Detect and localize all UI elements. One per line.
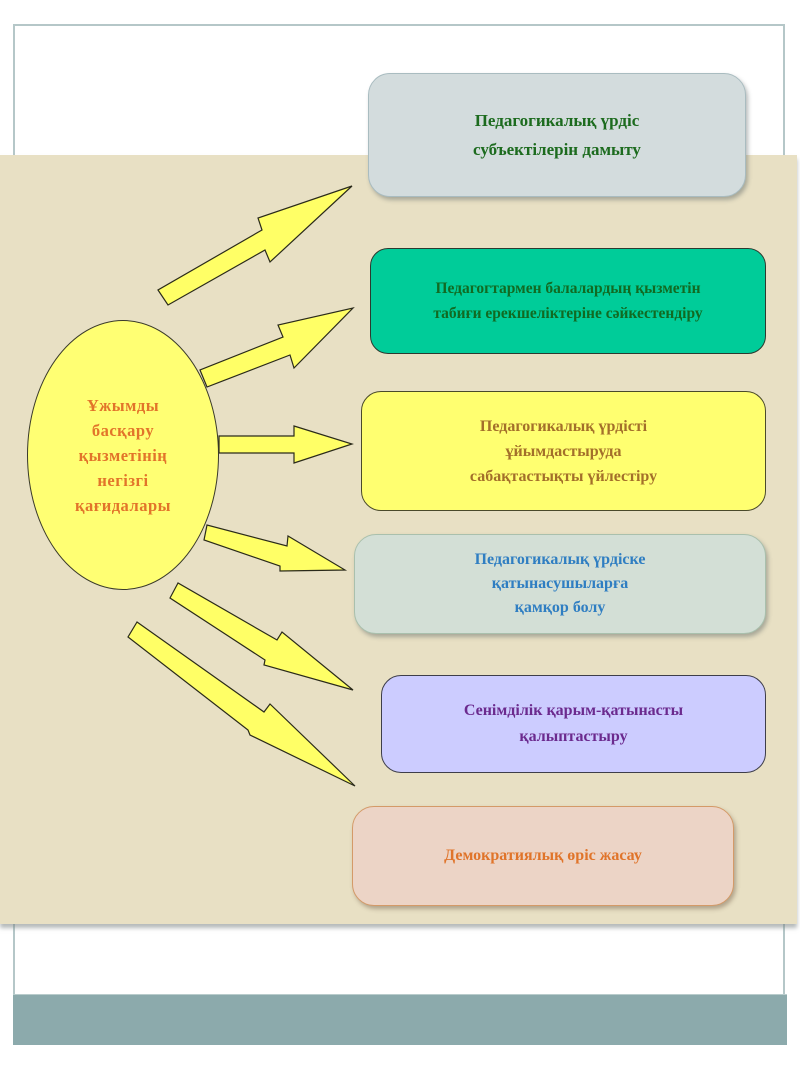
principle-label-3: Педагогикалық үрдісті ұйымдастыруда саба… <box>469 417 658 485</box>
arrow-to-principle-6 <box>127 621 356 787</box>
principle-box-5: Сенімділік қарым-қатынасты қалыптастыру <box>381 675 766 773</box>
principle-box-3: Педагогикалық үрдісті ұйымдастыруда саба… <box>361 391 766 511</box>
principle-label-6: Демократиялық өріс жасау <box>444 847 642 864</box>
central-concept-ellipse: Ұжымды басқару қызметінің негізгі қағида… <box>27 320 219 590</box>
principle-box-2: Педагогтармен балалардың қызметін табиғи… <box>370 248 766 354</box>
arrow-to-principle-1 <box>157 185 353 306</box>
principle-label-4: Педагогикалық үрдіске қатынасушыларға қа… <box>474 551 646 616</box>
principle-label-2: Педагогтармен балалардың қызметін табиғи… <box>433 280 703 322</box>
principle-box-4: Педагогикалық үрдіске қатынасушыларға қа… <box>354 534 766 634</box>
principle-label-1: Педагогикалық үрдіс субъектілерін дамыту <box>473 111 641 159</box>
principle-box-1: Педагогикалық үрдіс субъектілерін дамыту <box>368 73 746 197</box>
arrow-to-principle-3 <box>218 425 354 464</box>
arrow-to-principle-5 <box>169 582 354 691</box>
central-concept-label: Ұжымды басқару қызметінің негізгі қағида… <box>74 395 172 515</box>
principle-label-5: Сенімділік қарым-қатынасты қалыптастыру <box>463 702 684 745</box>
footer-band <box>13 994 787 1045</box>
arrow-to-principle-4 <box>203 524 348 572</box>
arrow-to-principle-2 <box>199 306 355 388</box>
principle-box-6: Демократиялық өріс жасау <box>352 806 734 906</box>
